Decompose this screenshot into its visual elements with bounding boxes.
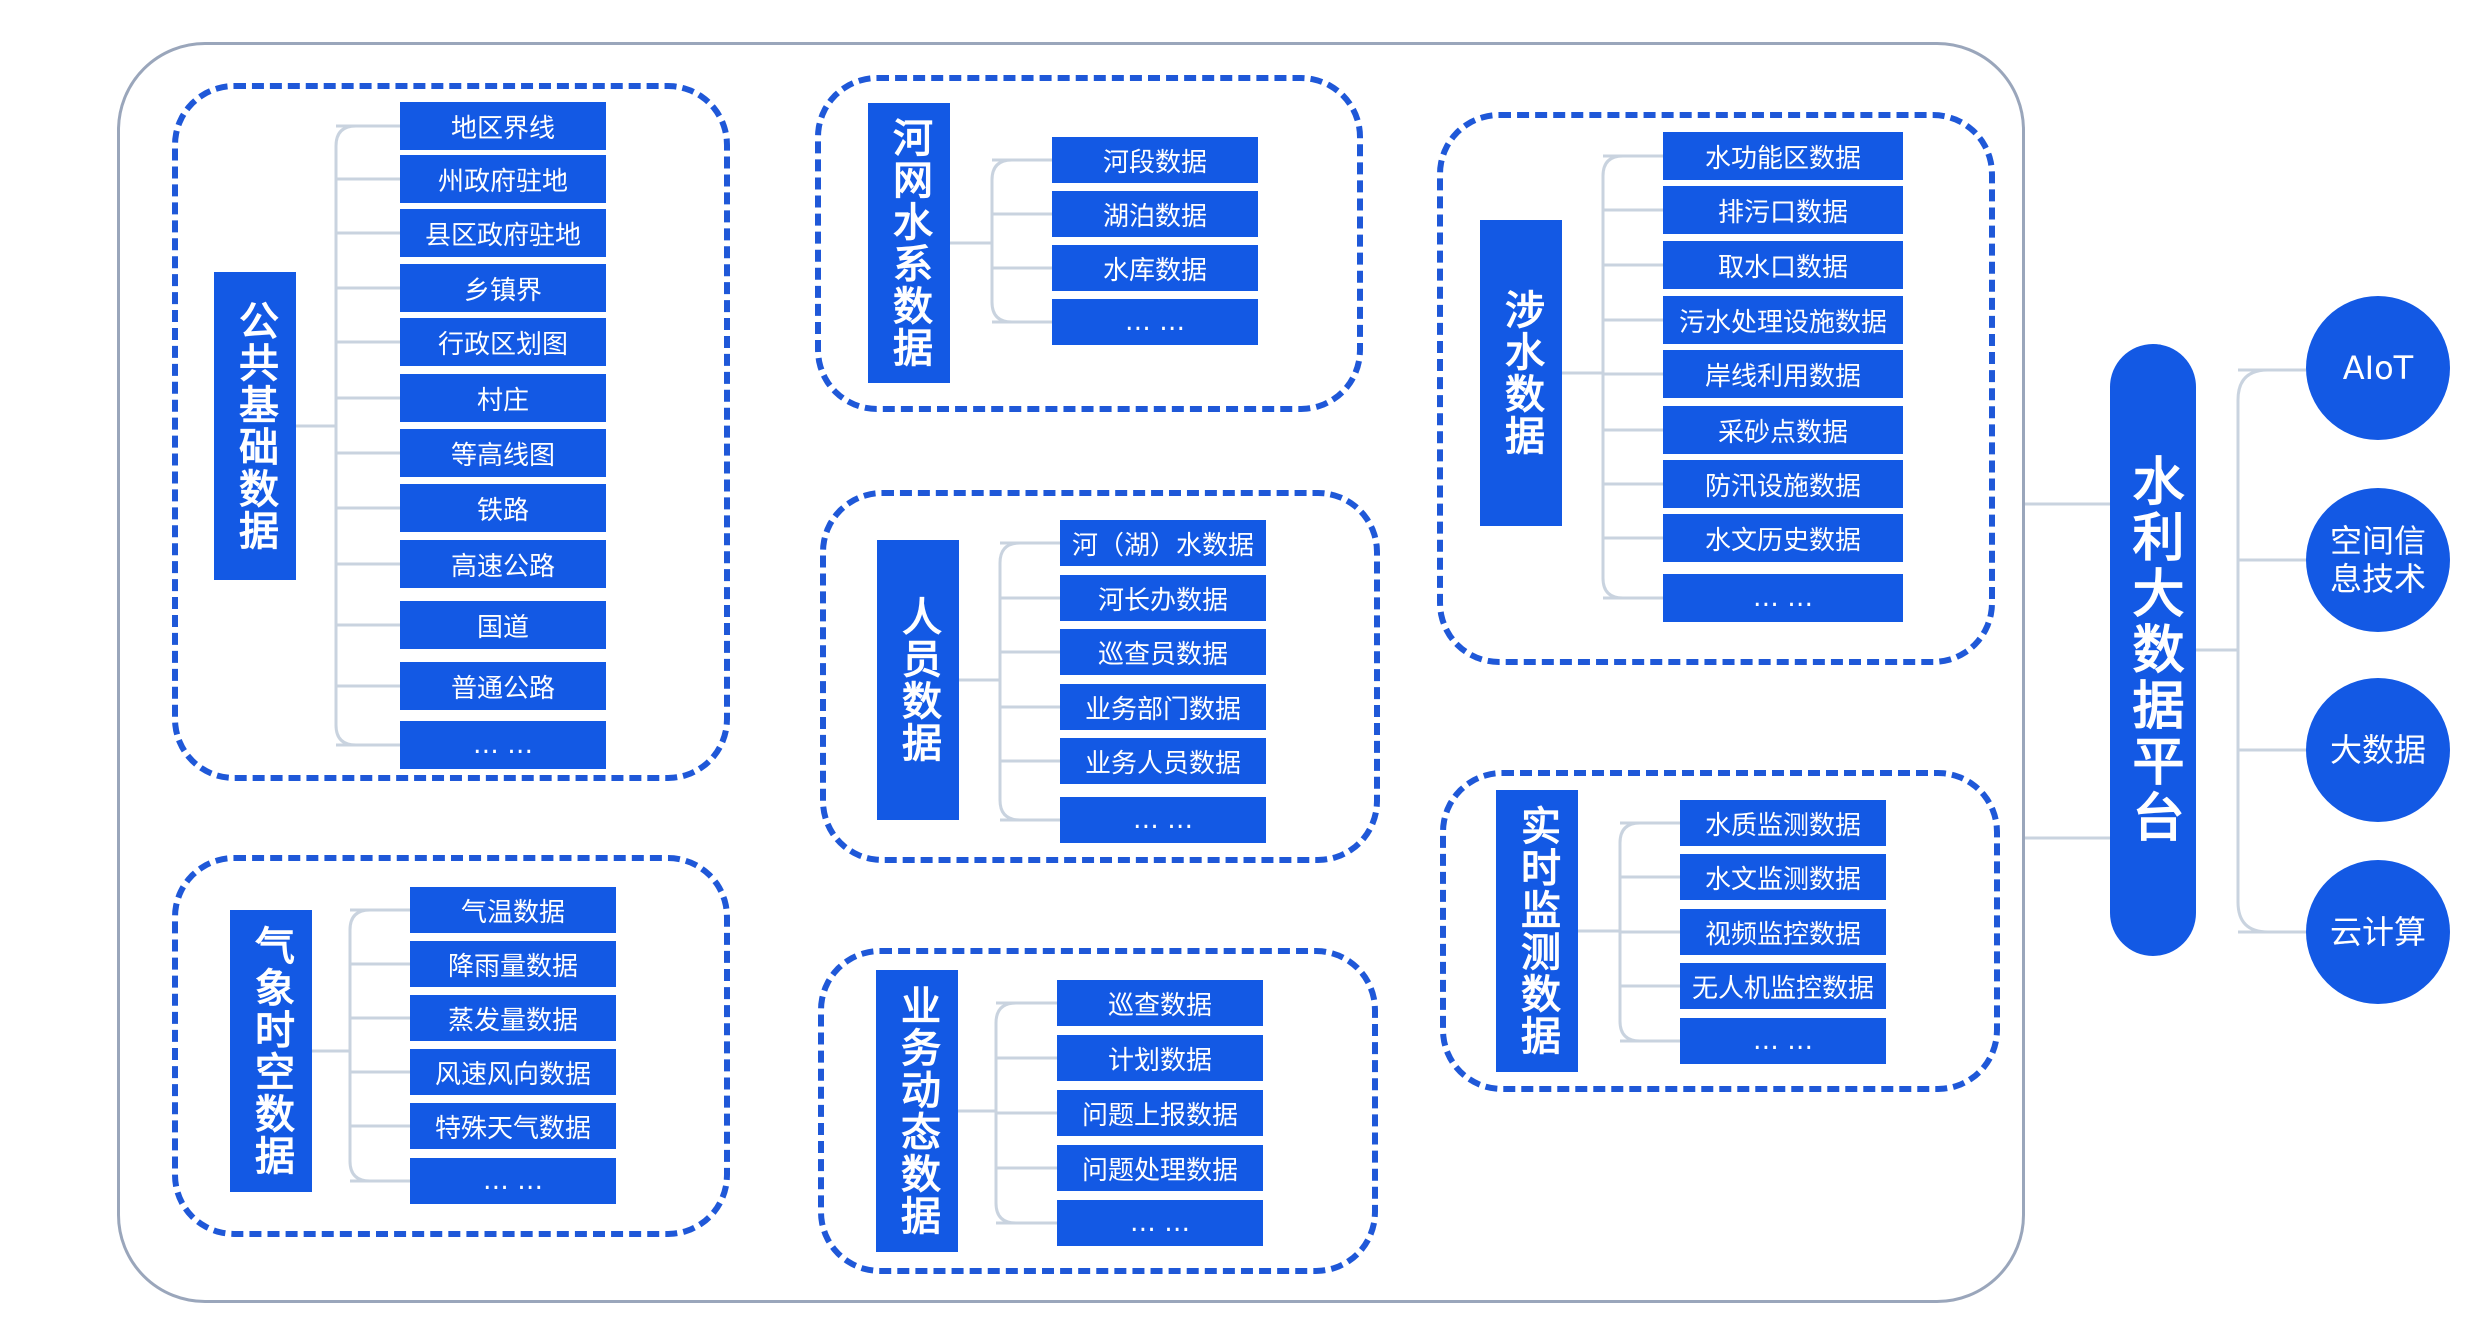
item-people-1: 河（湖）水数据 [1060,520,1266,566]
group-title-weather: 气象时空数据 [230,910,312,1192]
item-public-10: 国道 [400,601,606,649]
item-business-1: 巡查数据 [1057,980,1263,1026]
item-public-1: 地区界线 [400,102,606,150]
item-business-2: 计划数据 [1057,1035,1263,1081]
item-water-5: 岸线利用数据 [1663,350,1903,398]
item-weather-1: 气温数据 [410,887,616,933]
item-water-4: 污水处理设施数据 [1663,296,1903,344]
group-business-dynamic-data [818,948,1378,1274]
group-title-water: 涉水数据 [1480,220,1562,526]
item-weather-3: 蒸发量数据 [410,995,616,1041]
item-people-5: 业务人员数据 [1060,738,1266,784]
item-monitor-4: 无人机监控数据 [1680,963,1886,1009]
item-river-1: 河段数据 [1052,137,1258,183]
group-public-basic-data [172,83,730,781]
group-title-business: 业务动态数据 [876,970,958,1252]
water-bigdata-platform: 水利大数据平台 [2110,344,2196,956]
item-public-5: 行政区划图 [400,318,606,366]
data-resource-container [117,42,2025,1303]
item-water-1: 水功能区数据 [1663,132,1903,180]
item-monitor-3: 视频监控数据 [1680,909,1886,955]
item-water-8: 水文历史数据 [1663,514,1903,562]
item-water-9: … … [1663,574,1903,622]
item-business-3: 问题上报数据 [1057,1090,1263,1136]
item-people-3: 巡查员数据 [1060,629,1266,675]
group-title-monitor: 实时监测数据 [1496,790,1578,1072]
connector-people-bracket [998,541,1021,822]
connector-water-bracket [1601,154,1624,600]
item-public-7: 等高线图 [400,429,606,477]
item-monitor-5: … … [1680,1018,1886,1064]
connector-public-bracket [334,124,357,747]
group-title-public: 公共基础数据 [214,272,296,580]
item-river-3: 水库数据 [1052,245,1258,291]
tech-spatial-info: 空间信息技术 [2306,488,2450,632]
item-people-6: … … [1060,797,1266,843]
item-weather-5: 特殊天气数据 [410,1103,616,1149]
item-weather-4: 风速风向数据 [410,1049,616,1095]
item-public-8: 铁路 [400,484,606,532]
tech-cloud-computing: 云计算 [2306,860,2450,1004]
group-weather-spatiotemporal-data [172,855,730,1237]
item-public-4: 乡镇界 [400,264,606,312]
item-public-9: 高速公路 [400,540,606,588]
item-public-12: … … [400,721,606,769]
item-monitor-2: 水文监测数据 [1680,854,1886,900]
tech-aiot: AIoT [2306,296,2450,440]
group-title-river: 河网水系数据 [868,103,950,383]
tech-big-data: 大数据 [2306,678,2450,822]
tech-bracket [2236,368,2269,934]
item-people-2: 河长办数据 [1060,575,1266,621]
item-river-2: 湖泊数据 [1052,191,1258,237]
item-weather-6: … … [410,1158,616,1204]
item-people-4: 业务部门数据 [1060,684,1266,730]
group-title-people: 人员数据 [877,540,959,820]
item-weather-2: 降雨量数据 [410,941,616,987]
item-public-6: 村庄 [400,374,606,422]
item-public-3: 县区政府驻地 [400,209,606,257]
item-business-5: … … [1057,1200,1263,1246]
group-water-related-data [1437,112,1995,665]
connector-river-bracket [990,158,1013,324]
group-realtime-monitoring-data [1440,770,2000,1092]
connector-weather-bracket [348,908,371,1183]
item-water-7: 防汛设施数据 [1663,460,1903,508]
item-water-6: 采砂点数据 [1663,406,1903,454]
group-personnel-data [820,490,1380,863]
item-monitor-1: 水质监测数据 [1680,800,1886,846]
item-business-4: 问题处理数据 [1057,1145,1263,1191]
item-river-4: … … [1052,299,1258,345]
group-river-network-data [815,75,1363,412]
item-water-3: 取水口数据 [1663,241,1903,289]
item-public-11: 普通公路 [400,662,606,710]
item-water-2: 排污口数据 [1663,186,1903,234]
item-public-2: 州政府驻地 [400,155,606,203]
